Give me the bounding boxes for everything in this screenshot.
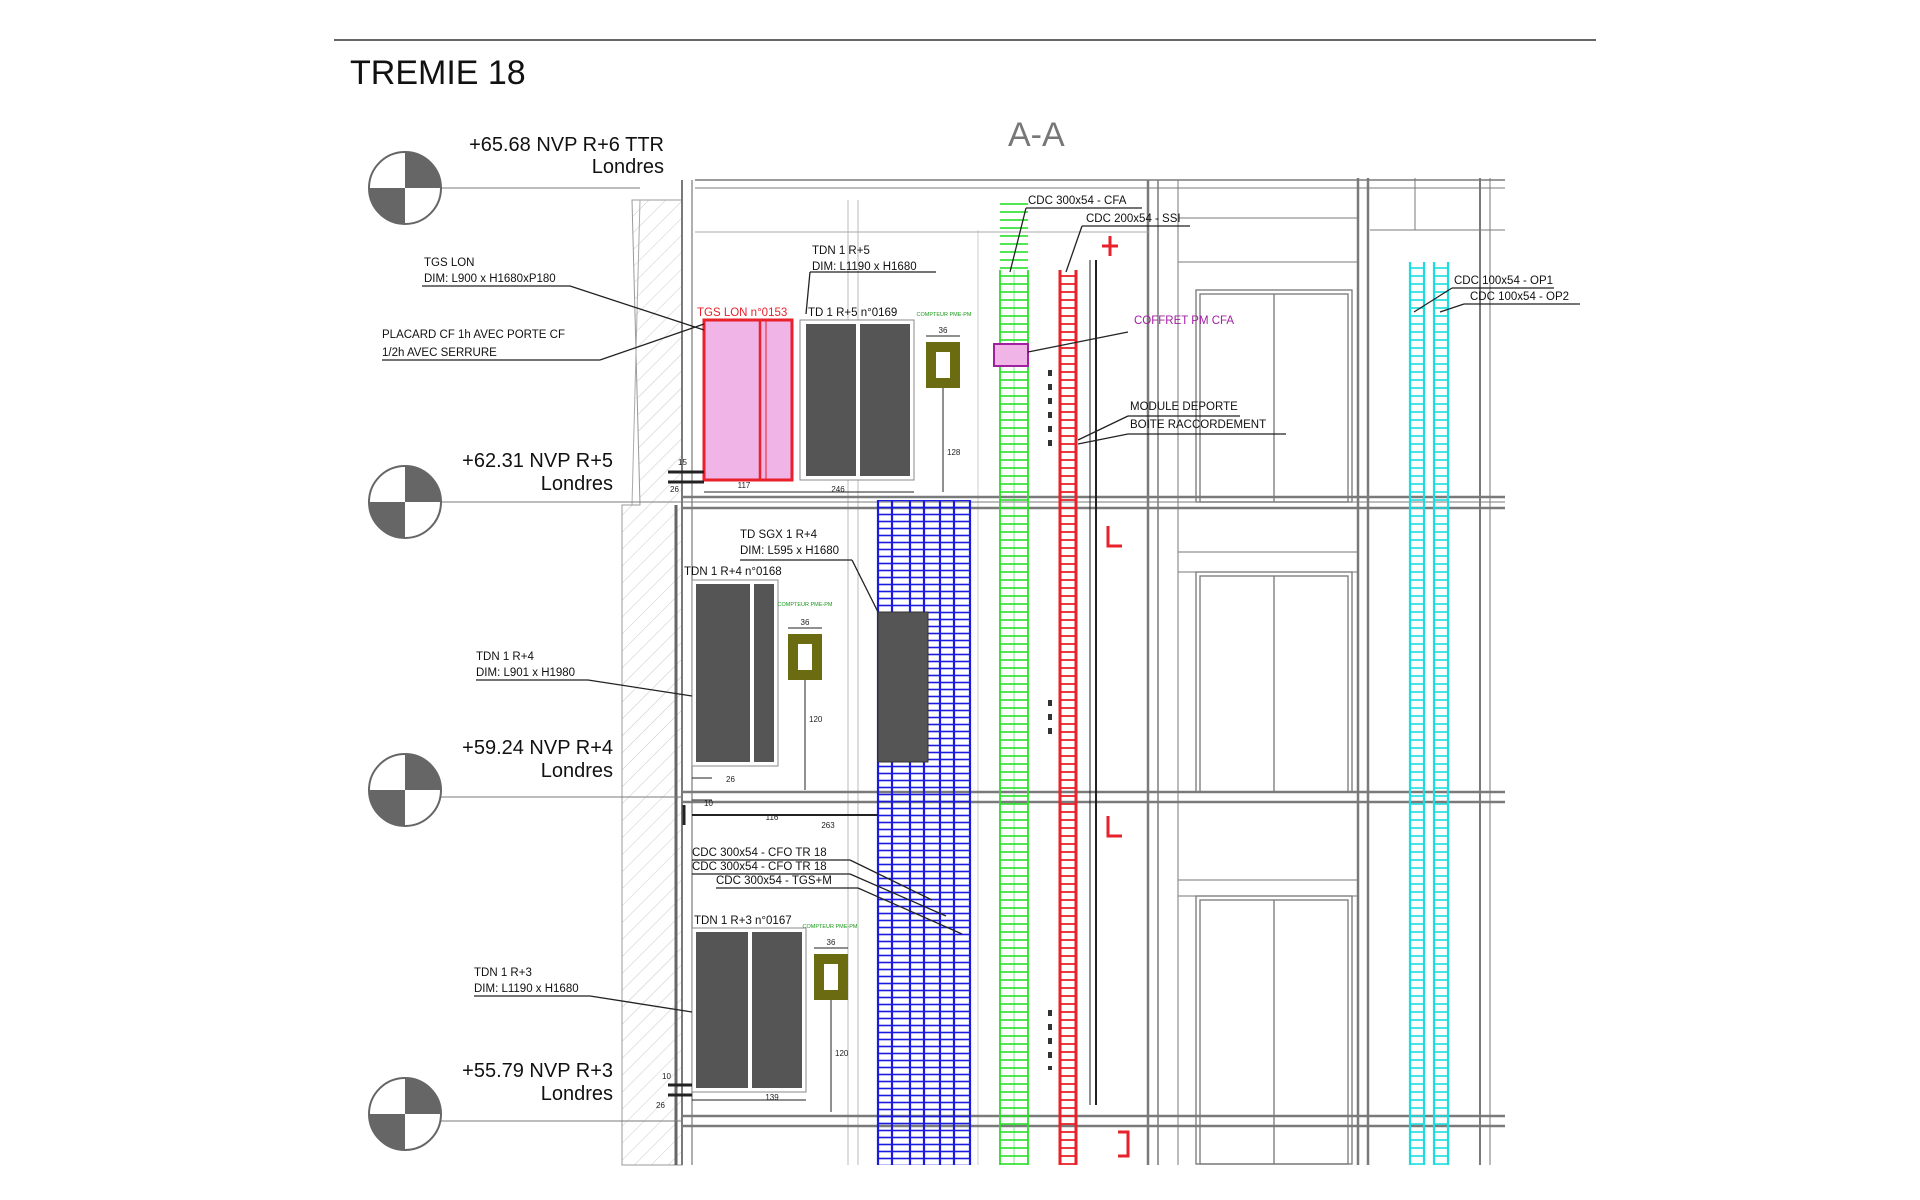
- callout-tdn-r3: TDN 1 R+3: [474, 967, 532, 979]
- compteur-r4: [788, 634, 822, 680]
- level-building: Londres: [541, 1083, 613, 1105]
- dim-label: 128: [947, 448, 961, 457]
- tgs-panel: [702, 318, 794, 482]
- compteur-r3: [814, 954, 848, 1000]
- dim-label: 26: [656, 1101, 665, 1110]
- dim-label: 26: [726, 775, 735, 784]
- compteur-label: COMPTEUR PME-PM: [778, 602, 833, 608]
- callout-cdc-op2: CDC 100x54 - OP2: [1470, 291, 1569, 303]
- floor-slabs: [440, 187, 1505, 1128]
- level-elevation: +59.24 NVP R+4: [462, 737, 613, 759]
- callout-tgs-lon: TGS LON: [424, 257, 474, 269]
- dim-label: 120: [809, 715, 823, 724]
- callout-tdn-r5: TDN 1 R+5: [812, 245, 870, 257]
- level-building: Londres: [541, 473, 613, 495]
- dim-label: 36: [939, 326, 948, 335]
- cable-tray-red: [1048, 260, 1097, 1165]
- callout-coffret: COFFRET PM CFA: [1134, 315, 1234, 327]
- callout-tdn-r4: TDN 1 R+4: [476, 651, 534, 663]
- tgs-panel-label: TGS LON n°0153: [697, 307, 787, 319]
- dim-label: 36: [801, 618, 810, 627]
- callout-module: MODULE DEPORTE: [1130, 401, 1238, 413]
- level-marker-r4: [368, 753, 442, 827]
- callout-tdn-r4-dim: DIM: L901 x H1980: [476, 667, 575, 679]
- leader-lines: [382, 207, 1580, 1013]
- callout-td-sgx: TD SGX 1 R+4: [740, 529, 818, 541]
- dim-label: 26: [670, 485, 679, 494]
- callout-placard: PLACARD CF 1h AVEC PORTE CF: [382, 329, 565, 341]
- callout-placard-2: 1/2h AVEC SERRURE: [382, 347, 497, 359]
- compteur-label: COMPTEUR PME-PM: [917, 312, 972, 318]
- callout-cdc-ssi: CDC 200x54 - SSI: [1086, 213, 1181, 225]
- level-building: Londres: [541, 760, 613, 782]
- dim-label: 117: [738, 481, 751, 490]
- tdn-r3-panel: [691, 927, 807, 1093]
- callout-tdn-r5-dim: DIM: L1190 x H1680: [812, 261, 917, 273]
- compteur-label: COMPTEUR PME-PM: [803, 924, 858, 930]
- level-marker-r6: [368, 151, 442, 225]
- level-elevation: +55.79 NVP R+3: [462, 1060, 613, 1082]
- callout-cdc-cfo-2: CDC 300x54 - CFO TR 18: [692, 861, 827, 873]
- callout-cdc-cfo-1: CDC 300x54 - CFO TR 18: [692, 847, 827, 859]
- dim-label: 116: [766, 813, 779, 822]
- red-brackets: [1102, 236, 1130, 1158]
- dim-label: 246: [831, 485, 845, 494]
- page-title: TREMIE 18: [350, 54, 526, 92]
- coffret-pm-cfa: [993, 343, 1029, 367]
- compteur-r5: [926, 342, 960, 388]
- level-building: Londres: [592, 156, 664, 178]
- tdn-r4-panel-label: TDN 1 R+4 n°0168: [684, 566, 782, 578]
- section-label: A-A: [1008, 116, 1065, 154]
- dim-label: 120: [835, 1049, 849, 1058]
- level-elevation: +65.68 NVP R+6 TTR: [469, 134, 664, 156]
- concrete-wall: [621, 199, 683, 1166]
- level-elevation: +62.31 NVP R+5: [462, 450, 613, 472]
- tdn-r5-panel: [799, 319, 915, 481]
- callout-tgs-lon-dim: DIM: L900 x H1680xP180: [424, 273, 556, 285]
- dim-label: 263: [821, 821, 835, 830]
- dim-label: 10: [704, 799, 713, 808]
- callout-cdc-tgs: CDC 300x54 - TGS+M: [716, 875, 832, 887]
- cable-tray-blue: [876, 500, 972, 1165]
- cable-tray-cyan: [1408, 262, 1450, 1165]
- callout-td-sgx-dim: DIM: L595 x H1680: [740, 545, 839, 557]
- dim-label: 139: [765, 1093, 779, 1102]
- callout-module-2: BOITE RACCORDEMENT: [1130, 419, 1266, 431]
- dim-label: 10: [662, 1072, 671, 1081]
- callout-cdc-op1: CDC 100x54 - OP1: [1454, 275, 1553, 287]
- td-sgx-panel: [877, 611, 929, 763]
- dim-label: 15: [678, 458, 687, 467]
- dimension-lines: [668, 335, 960, 1112]
- level-marker-r5: [368, 465, 442, 539]
- td-r5-panel-label: TD 1 R+5 n°0169: [808, 307, 897, 319]
- callout-cdc-cfa: CDC 300x54 - CFA: [1028, 195, 1127, 207]
- level-marker-r3: [368, 1077, 442, 1151]
- tdn-r3-panel-label: TDN 1 R+3 n°0167: [694, 915, 792, 927]
- tdn-r4-panel: [691, 579, 779, 767]
- doors: [1178, 289, 1358, 1165]
- callout-tdn-r3-dim: DIM: L1190 x H1680: [474, 983, 579, 995]
- dim-label: 36: [827, 938, 836, 947]
